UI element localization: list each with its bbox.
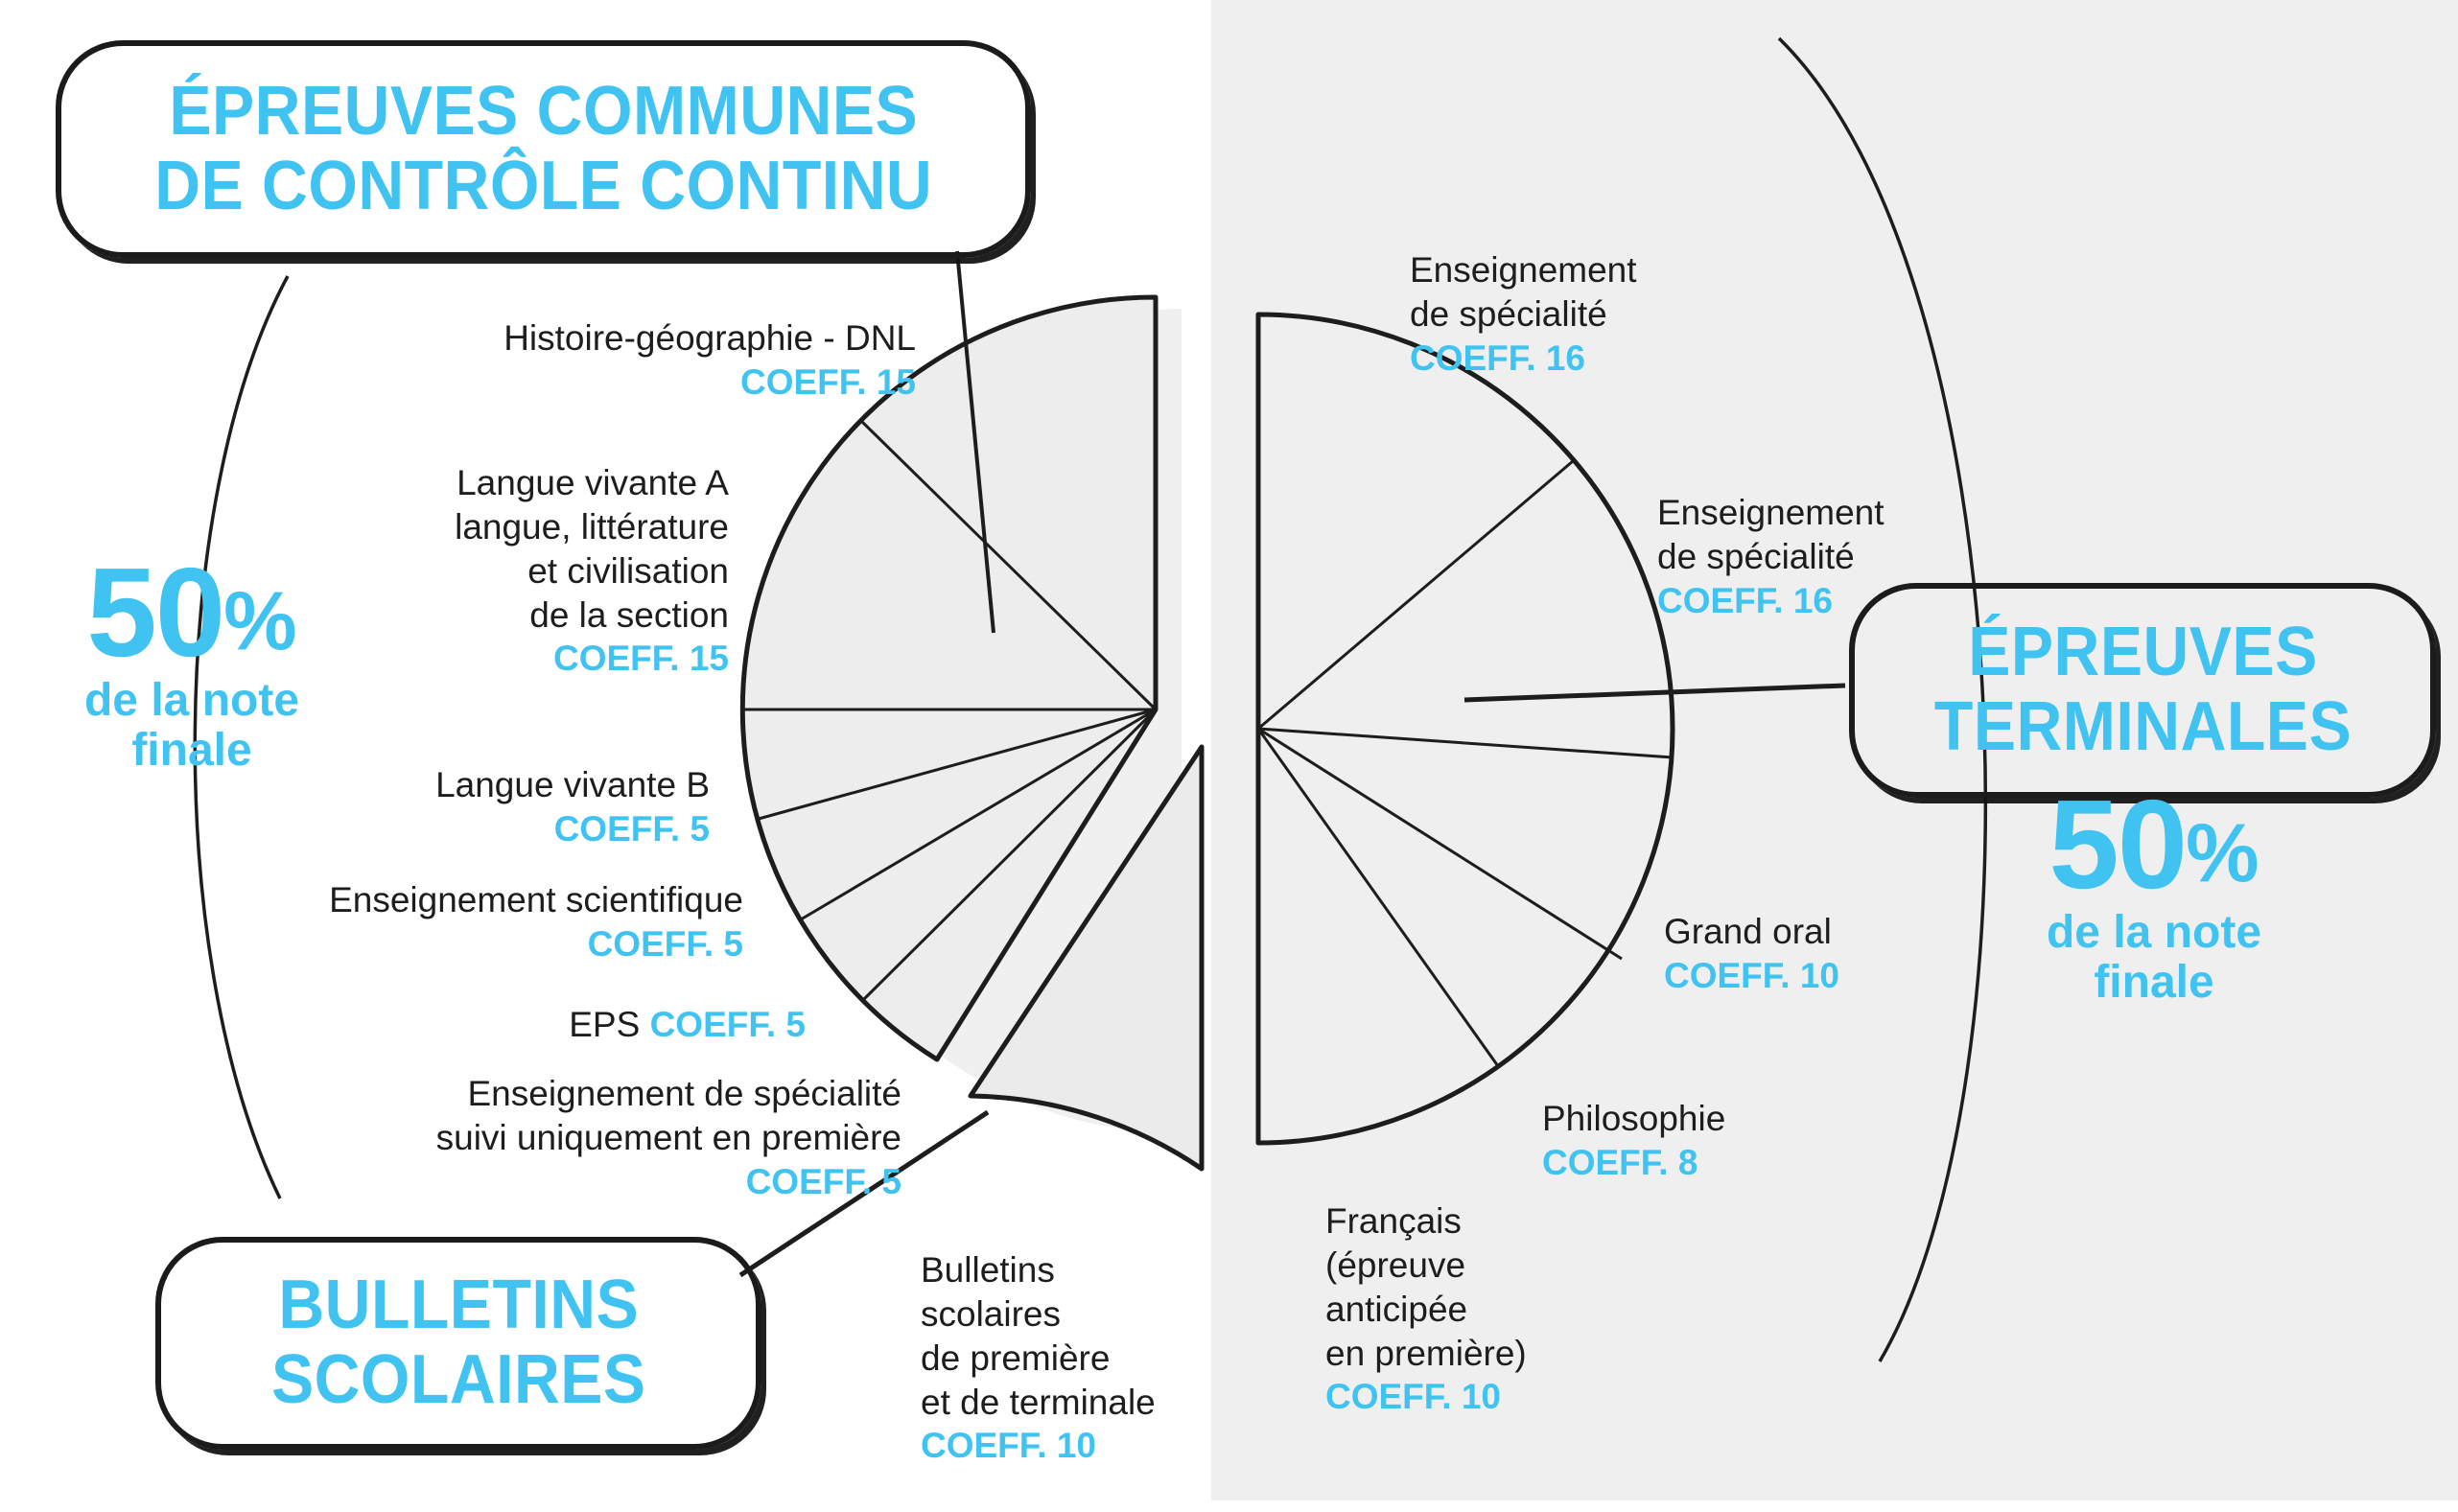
label-langue-vivante-b: Langue vivante B COEFF. 5 <box>288 719 710 896</box>
label-specialite-1-name: Enseignement de spécialité <box>1410 249 1637 334</box>
label-grand-oral: Grand oral COEFF. 10 <box>1664 866 1952 1042</box>
label-enseignement-scientifique: Enseignement scientifique COEFF. 5 <box>221 834 743 1011</box>
badge-epreuves-terminales[interactable]: ÉPREUVES TERMINALES <box>1849 583 2436 798</box>
label-histoire-geographie-coeff: COEFF. 15 <box>740 361 916 402</box>
label-eps: EPS COEFF. 5 <box>288 959 806 1047</box>
left-main-wedge-group <box>739 294 1159 1062</box>
percent-caption-right: de la note finale <box>2046 907 2262 1009</box>
left-wedge-dividers <box>743 419 1158 1002</box>
label-bulletins-scolaires-name: Bulletins scolaires de première et de te… <box>921 1249 1156 1422</box>
label-philosophie-coeff: COEFF. 8 <box>1542 1142 1698 1182</box>
label-francais: Français (épreuve anticipée en première)… <box>1325 1155 1642 1463</box>
label-langue-vivante-b-coeff: COEFF. 5 <box>553 808 710 849</box>
percent-value-left: 50 <box>86 542 225 683</box>
label-enseignement-scientifique-name: Enseignement scientifique <box>329 879 743 919</box>
label-bulletins-scolaires: Bulletins scolaires de première et de te… <box>921 1204 1208 1512</box>
label-grand-oral-name: Grand oral <box>1664 911 1832 951</box>
label-philosophie: Philosophie COEFF. 8 <box>1542 1053 1830 1229</box>
right-halfdisc <box>1255 312 1675 1146</box>
leader-line-epreuves-communes <box>955 250 995 634</box>
right-wedge-dividers <box>1256 459 1674 1067</box>
badge-epreuves-terminales-label: ÉPREUVES TERMINALES <box>1933 614 2352 765</box>
label-grand-oral-coeff: COEFF. 10 <box>1664 955 1839 995</box>
percent-block-right: 50% de la note finale <box>1981 774 2327 1009</box>
label-specialite-2: Enseignement de spécialité COEFF. 16 <box>1657 447 1983 666</box>
leader-line-epreuves-terminales <box>1463 683 1846 703</box>
label-specialite-2-coeff: COEFF. 16 <box>1657 580 1833 620</box>
label-specialite-1: Enseignement de spécialité COEFF. 16 <box>1410 204 1736 424</box>
percent-block-left: 50% de la note finale <box>10 542 374 777</box>
badge-bulletins-scolaires-label: BULLETINS SCOLAIRES <box>270 1267 646 1418</box>
label-histoire-geographie: Histoire-géographie - DNL COEFF. 15 <box>288 272 916 449</box>
label-bulletins-scolaires-coeff: COEFF. 10 <box>921 1426 1096 1466</box>
label-enseignement-specialite-premiere-name: Enseignement de spécialité suivi uniquem… <box>435 1073 901 1157</box>
label-eps-coeff: COEFF. 5 <box>649 1004 806 1044</box>
label-enseignement-specialite-premiere-coeff: COEFF. 5 <box>745 1161 901 1201</box>
percent-sign-left: % <box>223 575 297 668</box>
label-eps-name: EPS <box>569 1004 650 1044</box>
leader-line-bulletins <box>738 1109 990 1278</box>
badge-epreuves-communes[interactable]: ÉPREUVES COMMUNES DE CONTRÔLE CONTINU <box>56 40 1031 258</box>
label-philosophie-name: Philosophie <box>1542 1098 1726 1138</box>
badge-epreuves-communes-label: ÉPREUVES COMMUNES DE CONTRÔLE CONTINU <box>154 72 932 224</box>
percent-caption-left: de la note finale <box>83 675 300 777</box>
left-exploded-bulletins-wedge <box>968 744 1205 1172</box>
label-enseignement-scientifique-coeff: COEFF. 5 <box>587 923 743 964</box>
label-francais-name: Français (épreuve anticipée en première) <box>1325 1200 1527 1373</box>
bracket-arc-left <box>193 275 290 1199</box>
label-specialite-1-coeff: COEFF. 16 <box>1410 337 1585 378</box>
label-histoire-geographie-name: Histoire-géographie - DNL <box>503 317 916 358</box>
label-langue-vivante-a: Langue vivante A langue, littérature et … <box>288 417 729 725</box>
label-specialite-2-name: Enseignement de spécialité <box>1657 492 1884 576</box>
label-langue-vivante-a-coeff: COEFF. 15 <box>553 639 729 679</box>
bracket-arc-right <box>1777 36 1988 1362</box>
label-langue-vivante-a-name: Langue vivante A langue, littérature et … <box>455 462 729 635</box>
percent-value-right: 50 <box>2048 774 2188 915</box>
percent-sign-right: % <box>2186 807 2259 900</box>
badge-bulletins-scolaires[interactable]: BULLETINS SCOLAIRES <box>155 1237 761 1450</box>
label-enseignement-specialite-premiere: Enseignement de spécialité suivi uniquem… <box>221 1028 901 1247</box>
label-francais-coeff: COEFF. 10 <box>1325 1377 1501 1417</box>
label-langue-vivante-b-name: Langue vivante B <box>435 764 710 804</box>
